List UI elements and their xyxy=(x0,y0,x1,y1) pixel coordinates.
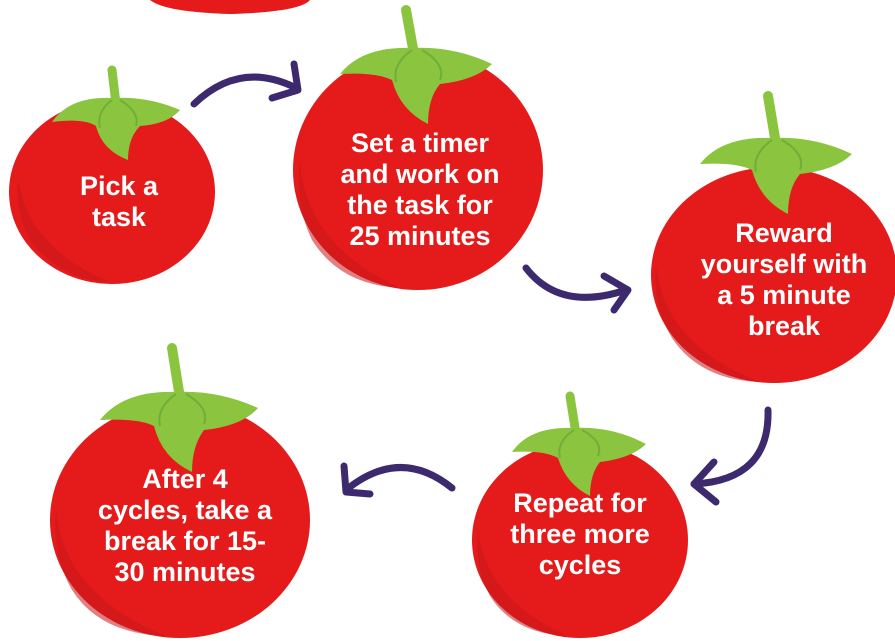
arrow-1-to-2 xyxy=(194,64,298,104)
step-4-text: Repeat for three more cycles xyxy=(488,488,672,581)
step-5-line-2: cycles, take a xyxy=(72,495,298,526)
step-1-line-1: Pick a xyxy=(72,171,166,202)
arrow-4-to-5 xyxy=(344,466,452,494)
step-5-text: After 4 cycles, take a break for 15- 30 … xyxy=(72,464,298,588)
arrow-2-to-3 xyxy=(526,268,628,310)
step-2-line-2: and work on xyxy=(320,159,520,190)
step-4-line-1: Repeat for xyxy=(488,488,672,519)
step-1-text: Pick a task xyxy=(72,171,166,233)
step-2-line-4: 25 minutes xyxy=(320,221,520,252)
step-5-line-4: 30 minutes xyxy=(72,557,298,588)
step-3-line-1: Reward xyxy=(682,218,886,249)
step-1-line-2: task xyxy=(72,202,166,233)
step-2-text: Set a timer and work on the task for 25 … xyxy=(320,128,520,252)
step-3-line-3: a 5 minute xyxy=(682,280,886,311)
step-5-line-1: After 4 xyxy=(72,464,298,495)
step-4-line-3: cycles xyxy=(488,550,672,581)
step-5-line-3: break for 15- xyxy=(72,526,298,557)
step-3-line-4: break xyxy=(682,311,886,342)
top-tomato-fragment xyxy=(150,0,310,14)
arrow-3-to-4 xyxy=(694,410,768,502)
step-3-text: Reward yourself with a 5 minute break xyxy=(682,218,886,342)
step-2-line-1: Set a timer xyxy=(320,128,520,159)
step-4-line-2: three more xyxy=(488,519,672,550)
step-3-line-2: yourself with xyxy=(682,249,886,280)
step-2-line-3: the task for xyxy=(320,190,520,221)
